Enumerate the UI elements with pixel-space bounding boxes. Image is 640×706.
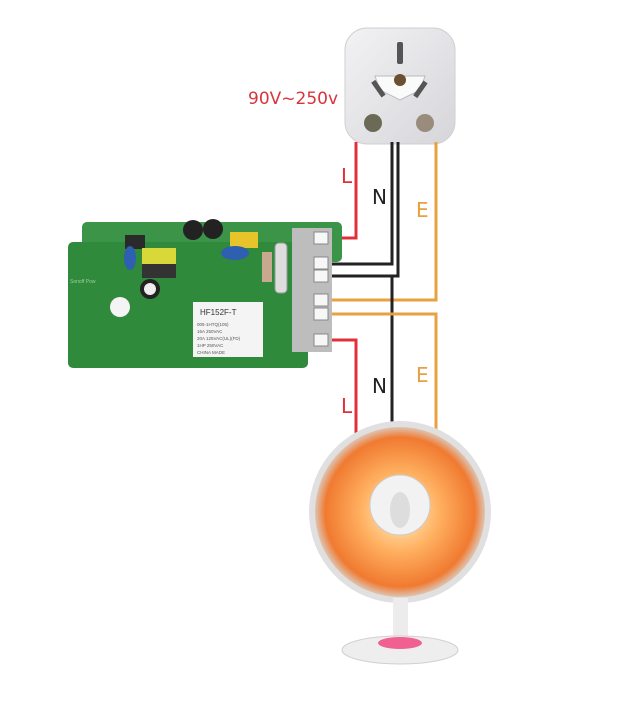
board-mark: Sonoff Pow (70, 279, 96, 285)
voltage-label: 90V~250v (248, 89, 338, 109)
relay-line: 20A 125VAC(UL)(FD) (197, 336, 241, 341)
live-label-in: L (341, 164, 353, 188)
earth-wire-out (330, 312, 438, 440)
neutral-label-in: N (372, 185, 387, 209)
earth-label-in: E (416, 198, 429, 222)
power-plug (344, 27, 456, 145)
earth-label-out: E (416, 363, 429, 387)
relay-model: HF152F-T (200, 308, 237, 317)
relay-board: HF152F-T 005-1HTQ(105) 16A 250VAC 20A 12… (68, 219, 342, 368)
live-wire-out (330, 338, 358, 440)
earth-wire-in (330, 142, 438, 302)
neutral-wire-in (330, 142, 400, 278)
live-label-out: L (341, 394, 353, 418)
relay-line: CHINA MADE (197, 350, 225, 355)
relay-line: 005-1HTQ(105) (197, 322, 229, 327)
neutral-label-out: N (372, 374, 387, 398)
output-wires (330, 276, 438, 440)
heater (309, 421, 491, 665)
relay-line: 16A 250VAC (197, 329, 223, 334)
relay-line: 1HP 250VAC (197, 343, 224, 348)
